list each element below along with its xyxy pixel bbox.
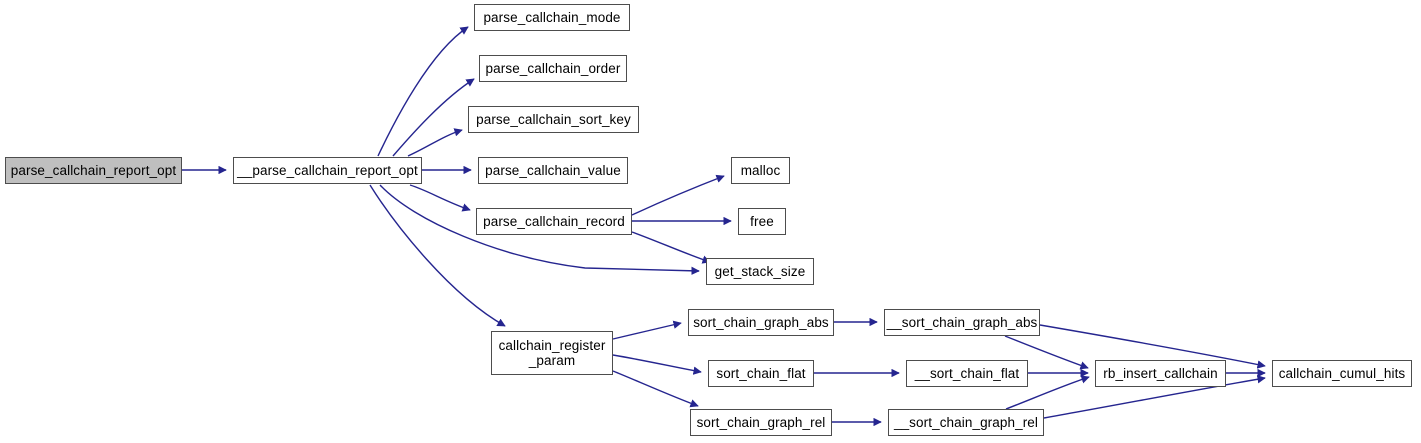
graph-node-callchain-register-param[interactable]: callchain_register _param: [491, 331, 613, 375]
graph-node-malloc[interactable]: malloc: [731, 157, 790, 184]
edge-n6-to-n7: [631, 174, 725, 216]
graph-node-parse-callchain-order[interactable]: parse_callchain_order: [479, 55, 627, 82]
graph-node-parse-callchain-sort-key[interactable]: parse_callchain_sort_key: [468, 106, 639, 133]
edge-n1-to-n4: [407, 128, 463, 157]
edge-n10-to-n11: [612, 320, 682, 340]
edge-n1-to-n6: [409, 184, 471, 212]
graph-node---parse-callchain-report-opt[interactable]: __parse_callchain_report_opt: [233, 157, 422, 184]
graph-node-free[interactable]: free: [738, 208, 786, 235]
graph-node-sort-chain-graph-abs[interactable]: sort_chain_graph_abs: [688, 309, 834, 336]
graph-node-parse-callchain-value[interactable]: parse_callchain_value: [478, 157, 628, 184]
edge-n6-to-n9: [631, 231, 711, 264]
graph-node---sort-chain-flat[interactable]: __sort_chain_flat: [906, 360, 1028, 387]
edge-n10-to-n12: [612, 354, 702, 375]
graph-node---sort-chain-graph-abs[interactable]: __sort_chain_graph_abs: [884, 309, 1040, 336]
graph-node---sort-chain-graph-rel[interactable]: __sort_chain_graph_rel: [888, 409, 1044, 436]
graph-node-parse-callchain-report-opt[interactable]: parse_callchain_report_opt: [5, 157, 182, 184]
edge-n1-to-n3: [392, 78, 475, 157]
graph-node-sort-chain-graph-rel[interactable]: sort_chain_graph_rel: [690, 409, 832, 436]
graph-node-parse-callchain-mode[interactable]: parse_callchain_mode: [474, 4, 630, 31]
graph-node-get-stack-size[interactable]: get_stack_size: [706, 258, 814, 285]
edge-n1-to-n2: [377, 26, 469, 157]
graph-node-rb-insert-callchain[interactable]: rb_insert_callchain: [1095, 360, 1226, 387]
edge-n10-to-n13: [612, 370, 699, 408]
graph-node-sort-chain-flat[interactable]: sort_chain_flat: [708, 360, 814, 387]
graph-node-callchain-cumul-hits[interactable]: callchain_cumul_hits: [1272, 360, 1412, 387]
graph-node-parse-callchain-record[interactable]: parse_callchain_record: [476, 208, 632, 235]
edge-n1-to-n10: [369, 184, 506, 327]
